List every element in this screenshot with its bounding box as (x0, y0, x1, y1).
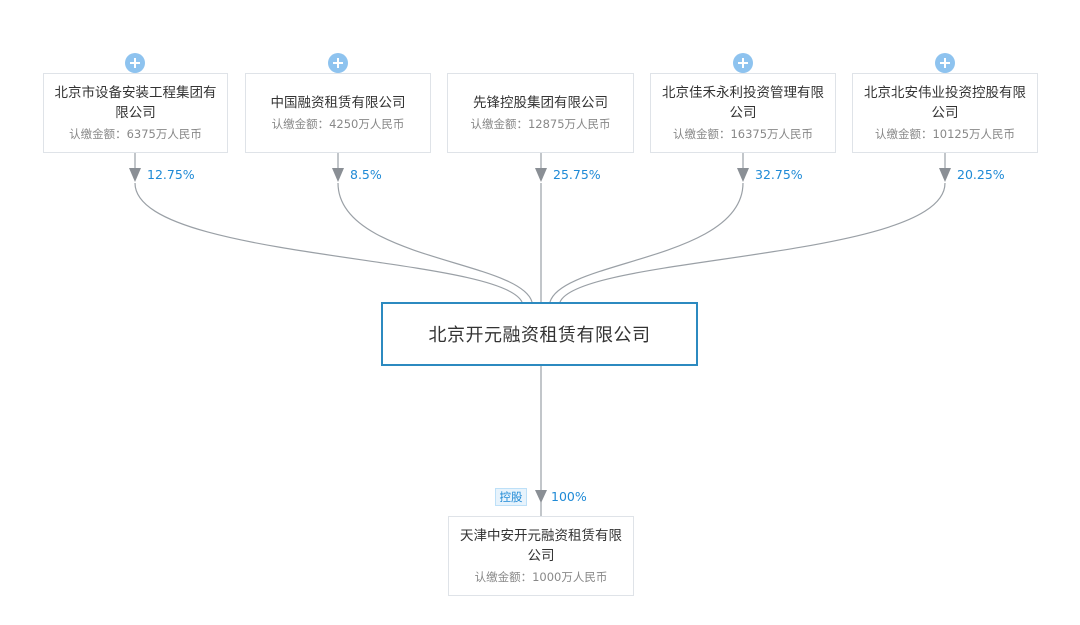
shareholder-node[interactable]: 北京北安伟业投资控股有限公司 认缴金额：10125万人民币 (852, 73, 1038, 153)
expand-plus-icon[interactable] (125, 53, 145, 73)
edge-shareholder-1 (134, 182, 523, 303)
arrow-icon (939, 168, 951, 182)
edge-shareholder-2 (337, 182, 533, 303)
shareholder-node[interactable]: 先锋控股集团有限公司 认缴金额：12875万人民币 (447, 73, 634, 153)
shareholder-name: 中国融资租赁有限公司 (270, 95, 406, 111)
expand-plus-icon[interactable] (935, 53, 955, 73)
expand-plus-icon[interactable] (328, 53, 348, 73)
arrow-icon (332, 168, 344, 182)
shareholder-node[interactable]: 北京市设备安装工程集团有限公司 认缴金额：6375万人民币 (43, 73, 228, 153)
arrow-icon (129, 168, 141, 182)
edge-shareholder-4 (549, 182, 744, 303)
shareholder-name: 北京市设备安装工程集团有限公司 (54, 85, 217, 121)
root-company-node[interactable]: 北京开元融资租赁有限公司 (381, 302, 698, 366)
edge-shareholder-5 (559, 182, 946, 303)
share-percent: 8.5% (350, 167, 382, 182)
root-company-name: 北京开元融资租赁有限公司 (428, 325, 651, 346)
subscribed-amount: 认缴金额：10125万人民币 (874, 127, 1016, 141)
arrow-icon (737, 168, 749, 182)
share-percent: 100% (551, 489, 587, 504)
share-percent: 25.75% (553, 167, 601, 182)
holding-tag: 控股 (495, 488, 527, 506)
share-percent: 32.75% (755, 167, 803, 182)
shareholder-name: 先锋控股集团有限公司 (473, 95, 608, 111)
subsidiary-node[interactable]: 天津中安开元融资租赁有限公司 认缴金额：1000万人民币 (448, 516, 634, 596)
shareholder-node[interactable]: 北京佳禾永利投资管理有限公司 认缴金额：16375万人民币 (650, 73, 836, 153)
expand-plus-icon[interactable] (733, 53, 753, 73)
shareholder-name: 北京佳禾永利投资管理有限公司 (662, 85, 824, 121)
subscribed-amount: 认缴金额：12875万人民币 (470, 117, 611, 131)
share-percent: 12.75% (147, 167, 195, 182)
subsidiary-name: 天津中安开元融资租赁有限公司 (460, 528, 622, 564)
shareholder-name: 北京北安伟业投资控股有限公司 (864, 85, 1026, 121)
subscribed-amount: 认缴金额：4250万人民币 (271, 117, 405, 131)
subscribed-amount: 认缴金额：6375万人民币 (69, 127, 202, 141)
subscribed-amount: 认缴金额：16375万人民币 (672, 127, 814, 141)
subscribed-amount: 认缴金额：1000万人民币 (474, 570, 608, 584)
share-percent: 20.25% (957, 167, 1005, 182)
arrow-icon (535, 490, 547, 503)
shareholder-node[interactable]: 中国融资租赁有限公司 认缴金额：4250万人民币 (245, 73, 431, 153)
arrow-icon (535, 168, 547, 182)
